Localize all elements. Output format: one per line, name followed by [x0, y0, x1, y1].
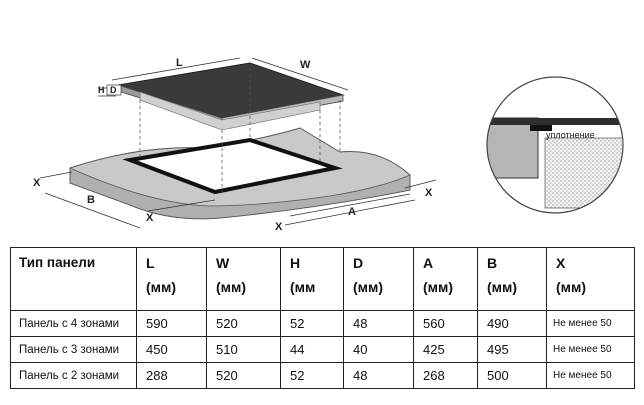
label-H: H: [98, 85, 105, 95]
countertop: [69, 127, 411, 220]
cell-panel-type: Панель с 2 зонами: [10, 362, 137, 389]
table-row: Панель с 4 зонами 590 520 52 48 560 490 …: [10, 310, 635, 337]
header-A: A(мм): [413, 247, 478, 311]
dimensions-table: Тип панели L(мм) W(мм) H(мм D(мм) A(мм) …: [10, 247, 635, 389]
table-row: Панель с 2 зонами 288 520 52 48 268 500 …: [10, 362, 635, 389]
cell-H: 44: [280, 336, 344, 363]
cooktop: [117, 62, 345, 131]
cell-A: 560: [413, 310, 478, 337]
label-D: D: [110, 85, 117, 95]
label-B: B: [87, 194, 95, 206]
label-W: W: [300, 59, 311, 71]
cell-B: 490: [477, 310, 547, 337]
cell-D: 48: [343, 310, 414, 337]
cell-L: 450: [136, 336, 207, 363]
cell-L: 590: [136, 310, 207, 337]
cell-X: Не менее 50: [546, 336, 635, 363]
installation-diagram: L W H D X B X X A X уплотнение: [33, 57, 624, 233]
label-X-left: X: [33, 177, 41, 189]
label-X-right: X: [425, 187, 433, 199]
cell-D: 40: [343, 336, 414, 363]
table-row: Панель с 3 зонами 450 510 44 40 425 495 …: [10, 336, 635, 363]
header-W: W(мм): [206, 247, 281, 311]
header-D: D(мм): [343, 247, 414, 311]
header-B: B(мм): [477, 247, 547, 311]
header-H: H(мм: [280, 247, 344, 311]
seal-detail: уплотнение: [486, 76, 624, 214]
label-X-front: X: [146, 212, 154, 224]
cell-B: 495: [477, 336, 547, 363]
cell-H: 52: [280, 362, 344, 389]
label-X-bottom: X: [275, 221, 283, 233]
cell-W: 510: [206, 336, 281, 363]
cell-H: 52: [280, 310, 344, 337]
table-header-row: Тип панели L(мм) W(мм) H(мм D(мм) A(мм) …: [10, 247, 635, 311]
cell-W: 520: [206, 362, 281, 389]
cell-B: 500: [477, 362, 547, 389]
label-L: L: [176, 57, 183, 69]
label-A: A: [348, 206, 356, 218]
seal-label: уплотнение: [546, 130, 595, 140]
cell-X: Не менее 50: [546, 310, 635, 337]
header-L: L(мм): [136, 247, 207, 311]
cell-A: 425: [413, 336, 478, 363]
cell-panel-type: Панель с 3 зонами: [10, 336, 137, 363]
cell-X: Не менее 50: [546, 362, 635, 389]
header-X: X(мм): [546, 247, 635, 311]
cell-W: 520: [206, 310, 281, 337]
projection-lines: [139, 68, 341, 192]
cell-A: 268: [413, 362, 478, 389]
cell-D: 48: [343, 362, 414, 389]
cell-L: 288: [136, 362, 207, 389]
cell-panel-type: Панель с 4 зонами: [10, 310, 137, 337]
header-panel-type: Тип панели: [10, 247, 137, 311]
